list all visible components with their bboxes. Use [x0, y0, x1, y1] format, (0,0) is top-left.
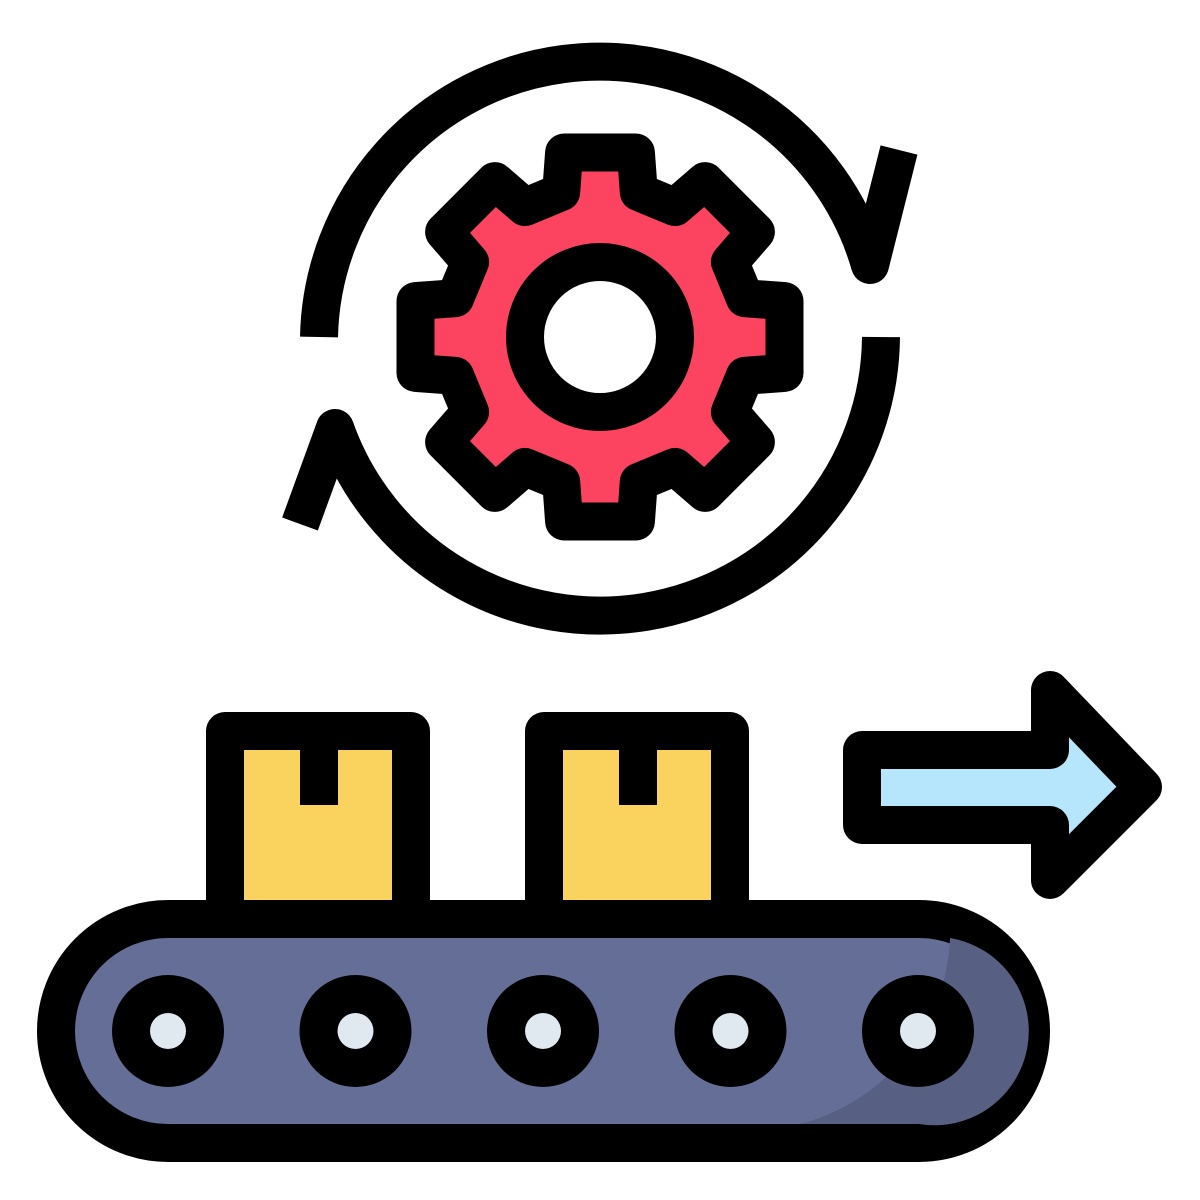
box-tape: [619, 745, 657, 805]
roller-hub: [900, 1013, 936, 1049]
box-icon-2: [525, 712, 749, 940]
roller-icon: [487, 975, 599, 1087]
gear-hole: [506, 243, 694, 431]
refresh-cycle-icon: [282, 42, 918, 635]
roller-icon: [862, 975, 974, 1087]
belt-shadow: [800, 938, 1029, 1126]
roller-icon: [112, 975, 224, 1087]
roller-hub: [712, 1013, 749, 1049]
gear-icon: [396, 133, 804, 541]
roller-hub: [150, 1013, 186, 1049]
roller-icon: [299, 975, 412, 1087]
conveyor-belt-icon: [37, 900, 1050, 1162]
cycle-arrow-top: [300, 42, 918, 338]
box-icon-1: [206, 712, 430, 940]
arrow-shape: [843, 671, 1162, 899]
roller-icon: [674, 975, 787, 1087]
arrow-right-icon: [843, 671, 1162, 899]
roller-hub: [337, 1013, 374, 1049]
roller-hub: [525, 1013, 561, 1049]
box-tape: [300, 745, 338, 805]
cycle-arrow-bottom: [282, 336, 900, 635]
